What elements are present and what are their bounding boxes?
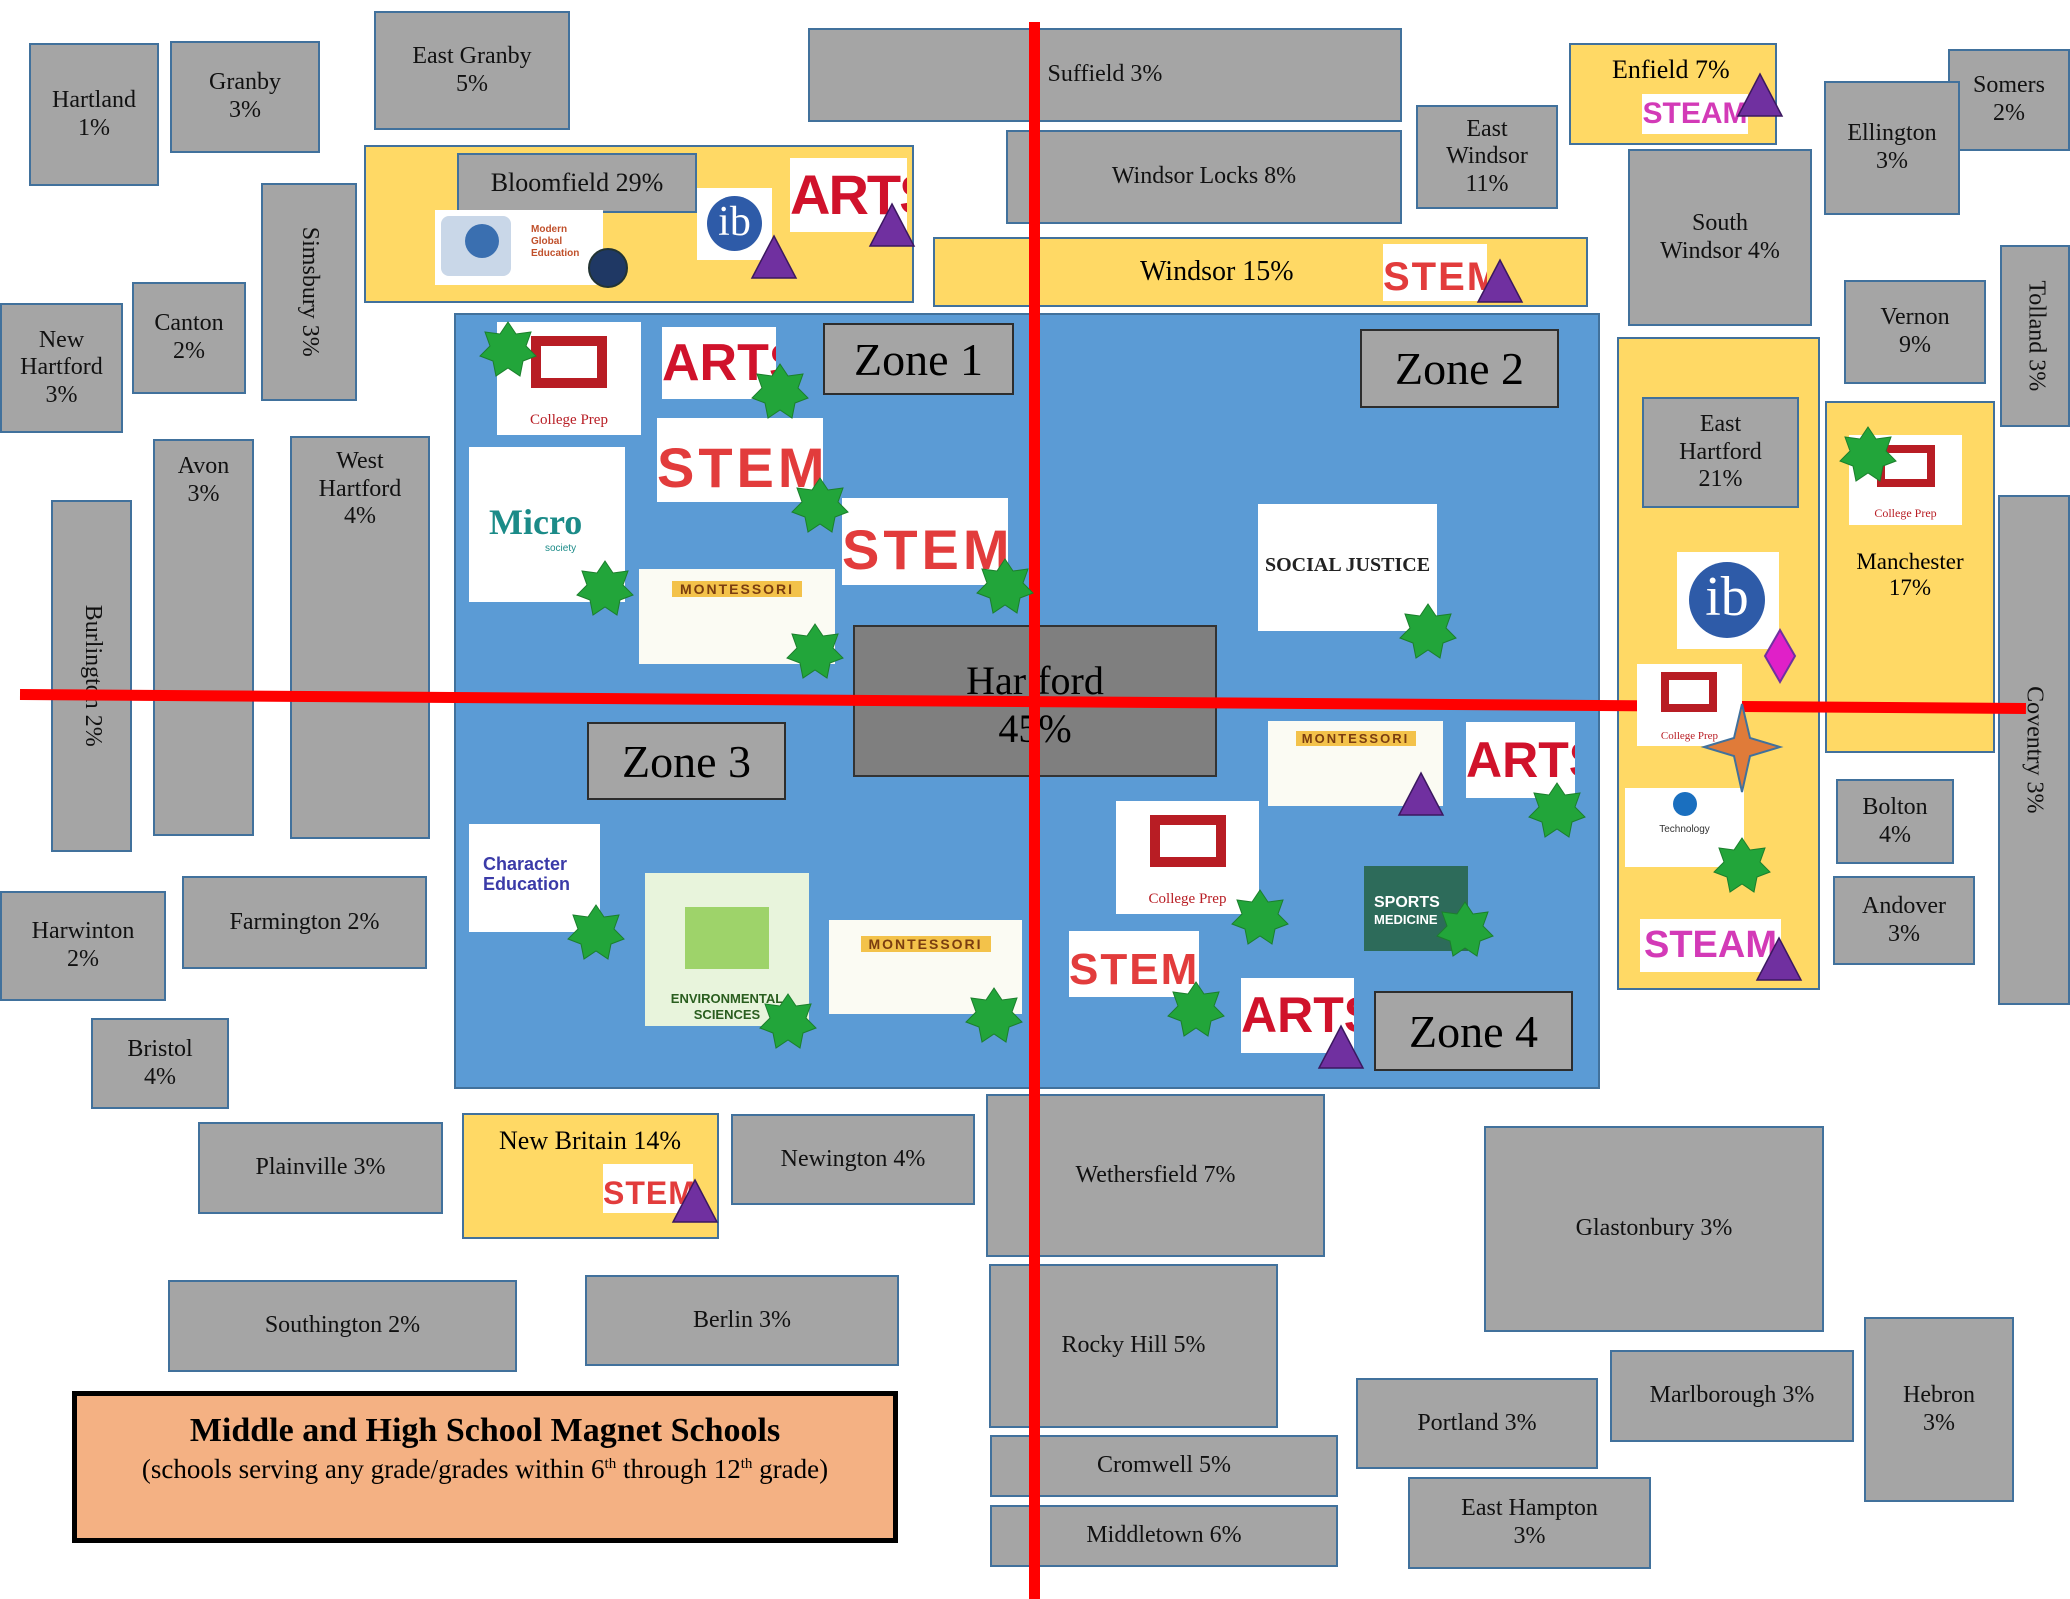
zone-4-label: Zone 4 [1374, 991, 1573, 1071]
social-justice-icon: SOCIAL JUSTICE [1258, 504, 1437, 631]
town-simsbury[interactable]: Simsbury 3% [261, 183, 357, 401]
triangle-marker [751, 235, 797, 279]
triangle-marker [672, 1179, 718, 1223]
steam-icon: STEAM [1640, 919, 1781, 972]
zone-3-label: Zone 3 [587, 722, 786, 800]
star-marker [1436, 901, 1494, 957]
town-glastonbury[interactable]: Glastonbury 3% [1484, 1126, 1824, 1332]
star-marker [1839, 426, 1897, 482]
vertical-axis-line [1029, 22, 1040, 1599]
star-marker [479, 321, 537, 377]
town-suffield[interactable]: Suffield 3% [808, 28, 1402, 122]
triangle-marker [1318, 1025, 1364, 1069]
town-newington[interactable]: Newington 4% [731, 1114, 975, 1205]
town-new-britain[interactable]: New Britain 14% [499, 1126, 681, 1155]
town-windsor[interactable]: Windsor 15% [1140, 256, 1294, 287]
town-portland[interactable]: Portland 3% [1356, 1378, 1598, 1469]
star-marker [576, 560, 634, 616]
star-marker [1399, 603, 1457, 659]
town-ellington[interactable]: Ellington 3% [1824, 81, 1960, 215]
star-marker [976, 558, 1034, 614]
star-marker [1167, 981, 1225, 1037]
town-southington[interactable]: Southington 2% [168, 1280, 517, 1372]
ib-icon: ib [1677, 552, 1779, 649]
triangle-marker [1477, 259, 1523, 303]
town-cromwell[interactable]: Cromwell 5% [990, 1435, 1338, 1497]
town-tolland[interactable]: Tolland 3% [2000, 245, 2070, 427]
stem-icon: STEM [1383, 244, 1487, 301]
stem-icon: STEM [842, 498, 1008, 585]
town-burlington[interactable]: Burlington 2% [51, 500, 132, 852]
town-east-hampton[interactable]: East Hampton 3% [1408, 1477, 1651, 1569]
town-new-hartford[interactable]: New Hartford 3% [0, 303, 123, 433]
college-prep-icon: College Prep [1116, 801, 1259, 914]
compass-star-marker [1700, 703, 1784, 793]
town-bolton[interactable]: Bolton 4% [1836, 779, 1954, 864]
town-marlborough[interactable]: Marlborough 3% [1610, 1350, 1854, 1442]
town-vernon[interactable]: Vernon 9% [1844, 280, 1986, 384]
character-education-icon: Character Education [469, 824, 600, 932]
star-marker [1713, 837, 1771, 893]
star-marker [1231, 889, 1289, 945]
town-coventry[interactable]: Coventry 3% [1998, 495, 2070, 1005]
star-marker [965, 987, 1023, 1043]
zone-1-label: Zone 1 [823, 323, 1014, 395]
steam-icon: STEAM [1642, 94, 1748, 134]
town-east-hartford[interactable]: East Hartford 21% [1642, 397, 1799, 508]
star-marker [791, 477, 849, 533]
star-marker [786, 623, 844, 679]
town-south-windsor[interactable]: South Windsor 4% [1628, 149, 1812, 326]
town-windsor-locks[interactable]: Windsor Locks 8% [1006, 130, 1402, 224]
town-hebron[interactable]: Hebron 3% [1864, 1317, 2014, 1502]
stem-icon: STEM [1069, 931, 1199, 997]
town-canton[interactable]: Canton 2% [132, 282, 246, 394]
town-middletown[interactable]: Middletown 6% [990, 1505, 1338, 1567]
town-harwinton[interactable]: Harwinton 2% [0, 891, 166, 1001]
town-plainville[interactable]: Plainville 3% [198, 1122, 443, 1214]
town-bloomfield[interactable]: Bloomfield 29% [457, 153, 697, 213]
town-west-hartford[interactable]: West Hartford 4% [290, 436, 430, 839]
town-avon[interactable]: Avon 3% [153, 439, 254, 836]
legend-title: Middle and High School Magnet Schools [189, 1412, 781, 1449]
town-granby[interactable]: Granby 3% [170, 41, 320, 153]
map-legend: Middle and High School Magnet Schools (s… [72, 1391, 898, 1543]
star-marker [759, 993, 817, 1049]
star-marker [1528, 782, 1586, 838]
town-andover[interactable]: Andover 3% [1833, 876, 1975, 965]
diamond-marker [1763, 627, 1797, 685]
town-east-windsor[interactable]: East Windsor 11% [1416, 105, 1558, 209]
town-farmington[interactable]: Farmington 2% [182, 876, 427, 969]
college-prep-icon: College Prep [1637, 664, 1742, 746]
triangle-marker [1737, 73, 1783, 117]
ib-icon: ib [697, 188, 772, 260]
town-berlin[interactable]: Berlin 3% [585, 1275, 899, 1366]
environmental-sciences-icon: ENVIRONMENTAL SCIENCES [645, 873, 809, 1026]
town-somers[interactable]: Somers 2% [1948, 49, 2070, 151]
star-marker [751, 363, 809, 419]
bloomfield-dot-icon [588, 248, 628, 288]
star-marker [567, 904, 625, 960]
stem-icon: STEM [603, 1164, 693, 1213]
stem-icon: STEM [657, 418, 823, 502]
triangle-marker [869, 203, 915, 247]
town-manchester[interactable]: Manchester 17% [1856, 549, 1964, 600]
triangle-marker [1398, 772, 1444, 816]
town-enfield[interactable]: Enfield 7% [1612, 55, 1730, 84]
triangle-marker [1756, 937, 1802, 981]
legend-subtitle: (schools serving any grade/grades within… [141, 1454, 829, 1484]
zone-2-label: Zone 2 [1360, 329, 1559, 408]
town-wethersfield[interactable]: Wethersfield 7% [986, 1094, 1325, 1257]
town-bristol[interactable]: Bristol 4% [91, 1018, 229, 1109]
town-hartland[interactable]: Hartland 1% [29, 43, 159, 186]
town-east-granby[interactable]: East Granby 5% [374, 11, 570, 130]
